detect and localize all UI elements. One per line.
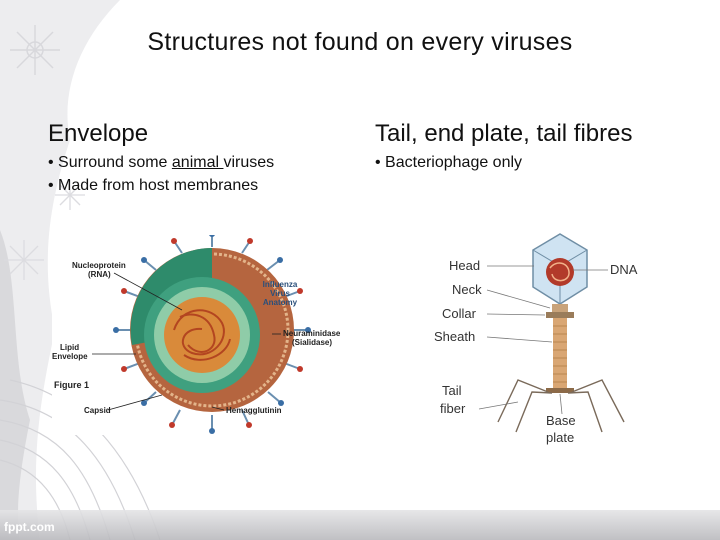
virus-label: Virus <box>270 289 290 298</box>
dna-label: DNA <box>610 262 638 277</box>
bacteriophage-bullet: • Bacteriophage only <box>375 154 523 171</box>
tail-label: Tail <box>442 383 462 398</box>
rna-label: (RNA) <box>88 270 111 279</box>
collar-label: Collar <box>442 306 477 321</box>
neuraminidase-label: Neuraminidase <box>283 329 341 338</box>
base-label: Base <box>546 413 576 428</box>
head-label: Head <box>449 258 480 273</box>
hemagglutinin-label: Hemagglutinin <box>226 406 282 415</box>
envelope-bullet-2: • Made from host membranes <box>48 177 259 194</box>
nucleoprotein-label: Nucleoprotein <box>72 261 126 270</box>
sheath-label: Sheath <box>434 329 475 344</box>
neck-label: Neck <box>452 282 482 297</box>
footer-brand: fppt.com <box>4 520 55 534</box>
envelope-label: Envelope <box>52 352 88 361</box>
bacteriophage-figure: Head Neck Collar Sheath Tail fiber DNA B… <box>432 232 647 447</box>
fiber-label: fiber <box>440 401 466 416</box>
figure-label: Figure 1 <box>54 380 89 390</box>
anatomy-label: Anatomy <box>263 298 298 307</box>
sialidase-label: (Sialidase) <box>292 338 332 347</box>
envelope-heading: Envelope <box>48 120 149 147</box>
influenza-virus-figure: Nucleoprotein (RNA) Influenza Virus Anat… <box>52 235 352 435</box>
lipid-label: Lipid <box>60 343 79 352</box>
snowflake-icon <box>10 25 60 75</box>
envelope-bullet-1: • Surround some animal viruses <box>48 154 275 171</box>
plate-label: plate <box>546 430 574 445</box>
slide-title: Structures not found on every viruses <box>147 28 573 56</box>
capsid-label: Capsid <box>84 406 111 415</box>
tail-heading: Tail, end plate, tail fibres <box>375 120 633 147</box>
influenza-label: Influenza <box>263 280 298 289</box>
